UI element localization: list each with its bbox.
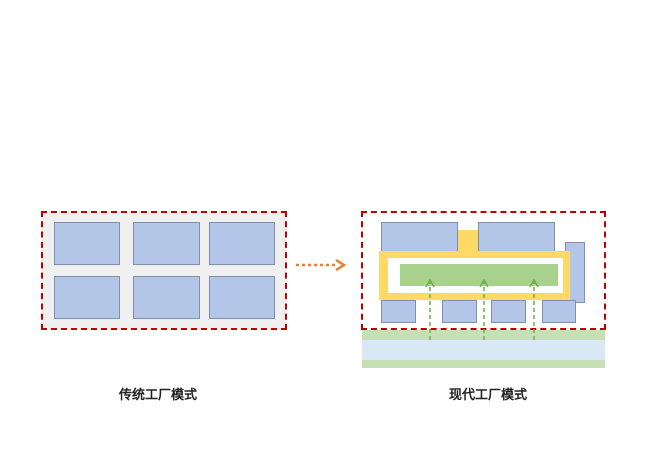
- modern-building-bottom-4: [542, 300, 576, 323]
- modern-factory-caption: 现代工厂模式: [449, 388, 528, 403]
- central-green-park: [400, 264, 558, 286]
- traditional-building-1: [54, 222, 120, 265]
- green-flow-arrows: [425, 278, 539, 340]
- traditional-building-2: [133, 222, 200, 265]
- traditional-building-5: [133, 276, 200, 319]
- traditional-building-3: [209, 222, 275, 265]
- modern-building-bottom-1: [381, 300, 416, 323]
- traditional-building-4: [54, 276, 120, 319]
- connector-yellow-top: [458, 230, 478, 251]
- green-belt-top: [362, 330, 605, 340]
- traditional-building-6: [209, 276, 275, 319]
- transition-arrow: [296, 258, 347, 272]
- modern-building-bottom-2: [442, 300, 477, 323]
- traditional-factory-caption: 传统工厂模式: [119, 388, 198, 403]
- modern-building-bottom-3: [491, 300, 526, 323]
- water-band: [362, 340, 605, 360]
- green-belt-bottom: [362, 360, 605, 368]
